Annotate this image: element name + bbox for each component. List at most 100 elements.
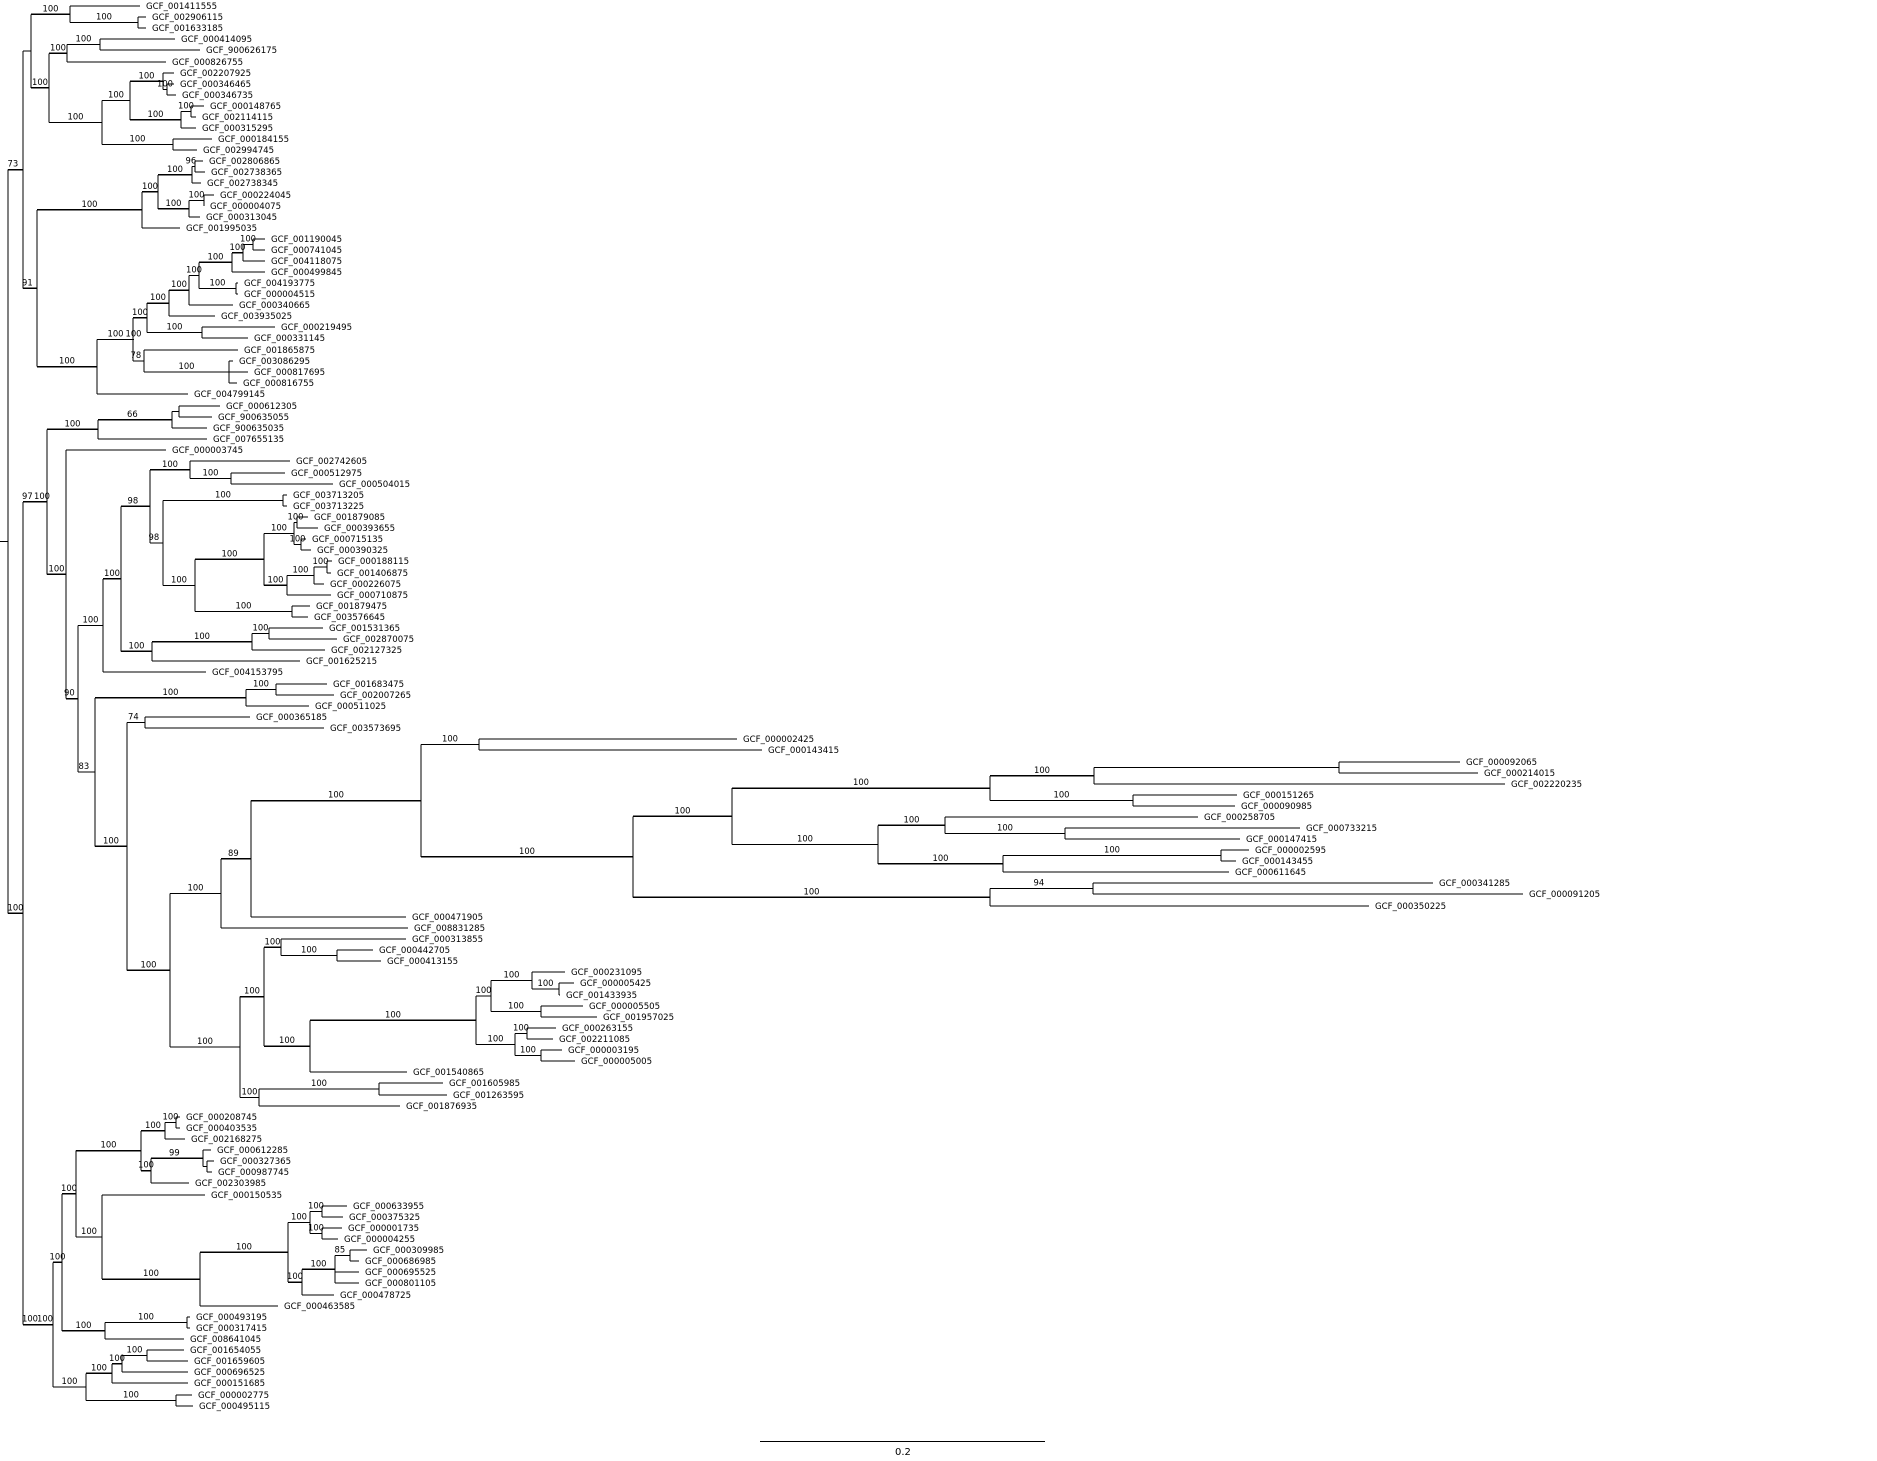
- bootstrap-support-label: 100: [520, 1045, 536, 1055]
- bootstrap-support-label: 100: [82, 199, 98, 209]
- taxon-label: GCF_004118075: [271, 257, 342, 267]
- taxon-label: GCF_000003195: [568, 1046, 639, 1056]
- taxon-label: GCF_000817695: [254, 368, 325, 378]
- bootstrap-support-label: 100: [311, 1258, 327, 1268]
- bootstrap-support-label: 100: [34, 491, 50, 501]
- bootstrap-support-label: 100: [253, 679, 269, 689]
- taxon-label: GCF_001406875: [337, 569, 408, 579]
- bootstrap-support-label: 100: [271, 523, 287, 533]
- taxon-label: GCF_001957025: [603, 1013, 674, 1023]
- bootstrap-support-label: 100: [91, 1362, 107, 1372]
- bootstrap-support-label: 100: [189, 190, 205, 200]
- bootstrap-support-label: 100: [904, 814, 920, 824]
- taxon-label: GCF_000816755: [243, 379, 314, 389]
- bootstrap-support-label: 100: [933, 853, 949, 863]
- taxon-label: GCF_000365185: [256, 713, 327, 723]
- taxon-label: GCF_900635035: [213, 424, 284, 434]
- bootstrap-support-label: 100: [997, 823, 1013, 833]
- taxon-label: GCF_000226075: [330, 580, 401, 590]
- taxon-label: GCF_000224045: [220, 191, 291, 201]
- taxon-label: GCF_000413155: [387, 957, 458, 967]
- taxon-label: GCF_000005505: [589, 1002, 660, 1012]
- bootstrap-support-label: 98: [149, 532, 160, 542]
- bootstrap-support-label: 94: [1034, 878, 1045, 888]
- taxon-label: GCF_001876935: [406, 1102, 477, 1112]
- taxon-label: GCF_001605985: [449, 1079, 520, 1089]
- bootstrap-support-label: 100: [197, 1036, 213, 1046]
- bootstrap-support-label: 91: [22, 277, 33, 287]
- taxon-label: GCF_001865875: [244, 346, 315, 356]
- taxon-label: GCF_003713225: [293, 502, 364, 512]
- scale-bar-label: 0.2: [895, 1447, 911, 1458]
- taxon-label: GCF_000403535: [186, 1124, 257, 1134]
- bootstrap-support-label: 100: [311, 1078, 327, 1088]
- taxon-label: GCF_000710875: [337, 591, 408, 601]
- bootstrap-support-label: 100: [268, 574, 284, 584]
- taxon-label: GCF_000309985: [373, 1246, 444, 1256]
- taxon-label: GCF_001540865: [413, 1068, 484, 1078]
- scale-bar: [760, 1441, 1045, 1442]
- taxon-label: GCF_000147415: [1246, 835, 1317, 845]
- taxon-label: GCF_000219495: [281, 323, 352, 333]
- bootstrap-support-label: 98: [128, 495, 139, 505]
- bootstrap-support-label: 90: [64, 688, 75, 698]
- taxon-label: GCF_000611645: [1235, 868, 1306, 878]
- taxon-label: GCF_000258705: [1204, 813, 1275, 823]
- taxon-label: GCF_002994745: [203, 146, 274, 156]
- bootstrap-support-label: 100: [50, 1251, 66, 1261]
- taxon-label: GCF_000346465: [180, 80, 251, 90]
- taxon-label: GCF_000504015: [339, 480, 410, 490]
- taxon-label: GCF_000987745: [218, 1168, 289, 1178]
- taxon-label: GCF_000004255: [344, 1235, 415, 1245]
- taxon-label: GCF_000390325: [317, 546, 388, 556]
- taxon-label: GCF_003573695: [330, 724, 401, 734]
- bootstrap-support-label: 100: [81, 1226, 97, 1236]
- taxon-label: GCF_002738365: [211, 168, 282, 178]
- bootstrap-support-label: 100: [265, 936, 281, 946]
- bootstrap-support-label: 100: [167, 322, 183, 332]
- bootstrap-support-label: 100: [178, 101, 194, 111]
- taxon-label: GCF_002220235: [1511, 780, 1582, 790]
- taxon-label: GCF_004193775: [244, 279, 315, 289]
- bootstrap-support-label: 73: [8, 159, 19, 169]
- taxon-label: GCF_000151685: [194, 1379, 265, 1389]
- bootstrap-support-label: 100: [230, 242, 246, 252]
- bootstrap-support-label: 100: [236, 601, 252, 611]
- taxon-label: GCF_007655135: [213, 435, 284, 445]
- taxon-label: GCF_001263595: [453, 1091, 524, 1101]
- bootstrap-support-label: 85: [335, 1245, 346, 1255]
- bootstrap-support-label: 100: [49, 563, 65, 573]
- bootstrap-support-label: 100: [186, 264, 202, 274]
- taxon-label: GCF_000231095: [571, 968, 642, 978]
- bootstrap-support-label: 100: [43, 3, 59, 13]
- bootstrap-support-label: 100: [76, 34, 92, 44]
- taxon-label: GCF_003576645: [314, 613, 385, 623]
- bootstrap-support-label: 100: [8, 902, 24, 912]
- taxon-label: GCF_000471905: [412, 913, 483, 923]
- bootstrap-support-label: 100: [139, 70, 155, 80]
- bootstrap-support-label: 100: [210, 278, 226, 288]
- taxon-label: GCF_000340665: [239, 301, 310, 311]
- bootstrap-support-label: 100: [62, 1376, 78, 1386]
- bootstrap-support-label: 100: [104, 568, 120, 578]
- taxon-label: GCF_000003745: [172, 446, 243, 456]
- bootstrap-support-label: 89: [228, 848, 239, 858]
- bootstrap-support-label: 100: [313, 556, 329, 566]
- bootstrap-support-label: 100: [129, 640, 145, 650]
- taxon-label: GCF_000327365: [220, 1157, 291, 1167]
- taxon-label: GCF_002114115: [202, 113, 273, 123]
- taxon-label: GCF_000315295: [202, 124, 273, 134]
- bootstrap-support-label: 100: [328, 790, 344, 800]
- taxon-label: GCF_000633955: [353, 1202, 424, 1212]
- taxon-label: GCF_003086295: [239, 357, 310, 367]
- bootstrap-support-label: 100: [130, 134, 146, 144]
- taxon-label: GCF_000092065: [1466, 758, 1537, 768]
- taxon-label: GCF_001190045: [271, 235, 342, 245]
- taxon-label: GCF_000414095: [181, 35, 252, 45]
- bootstrap-support-label: 74: [128, 712, 139, 722]
- taxon-label: GCF_000346735: [182, 91, 253, 101]
- bootstrap-support-label: 100: [208, 251, 224, 261]
- bootstrap-support-label: 100: [1054, 790, 1070, 800]
- bootstrap-support-label: 100: [32, 77, 48, 87]
